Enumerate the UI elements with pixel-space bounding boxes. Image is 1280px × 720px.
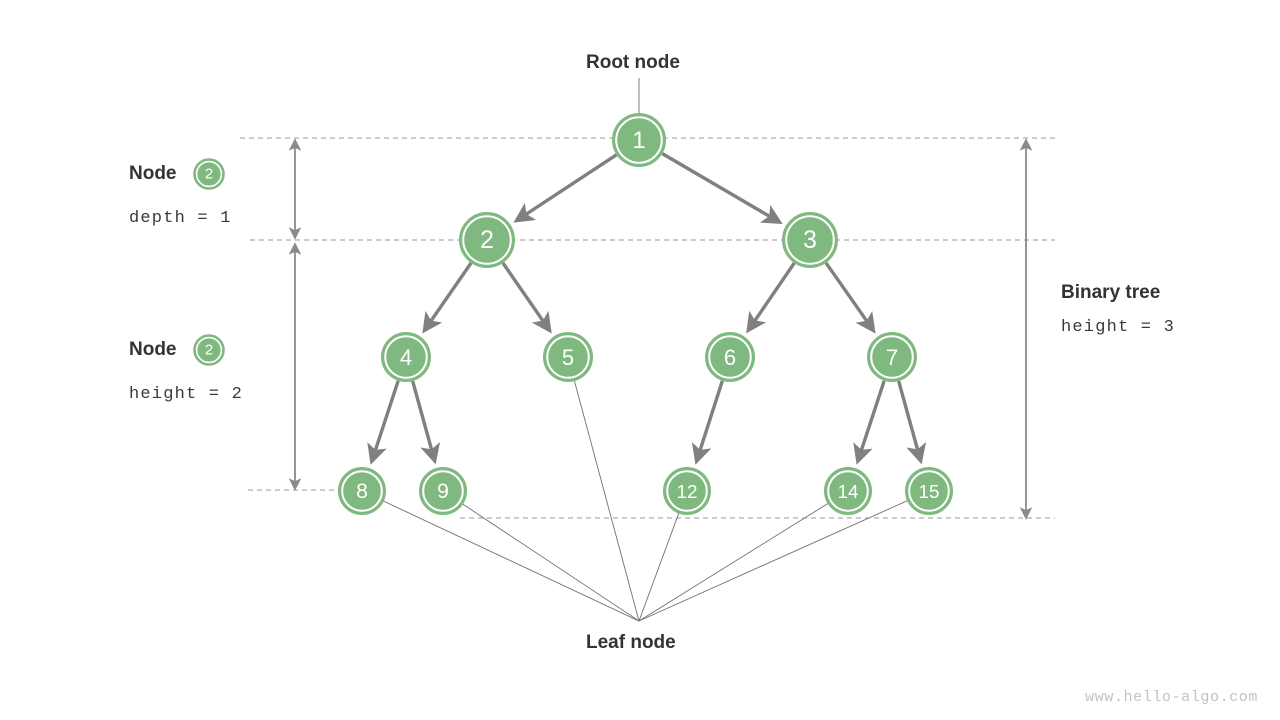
node-outer-ring: [612, 113, 666, 167]
tree-node-4[interactable]: 4: [381, 332, 431, 382]
measure-arrows: [288, 138, 1033, 520]
node-inner-ring: [615, 116, 663, 164]
tree-node-1[interactable]: 1: [612, 113, 666, 167]
edge-n4-n8: [367, 380, 400, 465]
leaf-node-label: Leaf node: [586, 632, 676, 653]
annotation-depth-badge-value: 2: [205, 166, 213, 183]
guide-lines: [240, 137, 1055, 519]
leaf-pointer-lines: [382, 380, 909, 622]
node-inner-ring: [546, 335, 590, 379]
edge-n3-n6: [746, 262, 796, 334]
annotation-depth-prefix: Node: [129, 163, 177, 184]
tree-node-3[interactable]: 3: [782, 212, 838, 268]
node-inner-ring: [422, 470, 464, 512]
node-inner-ring: [666, 470, 708, 512]
tree-node-12[interactable]: 12: [663, 467, 711, 515]
tree-node-5[interactable]: 5: [543, 332, 593, 382]
edge-n6-n12: [691, 380, 724, 465]
root-node-label: Root node: [586, 52, 680, 73]
node-value: 1: [632, 127, 645, 154]
node-inner-ring: [785, 215, 835, 265]
annotation-tree-title: Binary tree: [1061, 282, 1161, 303]
edge-n4-n9: [411, 380, 441, 465]
leaf-pointer-n9: [461, 503, 640, 622]
annotation-depth-badge: 2: [193, 158, 225, 190]
annotation-depth-detail: depth = 1: [129, 209, 232, 228]
edge-n7-n15: [897, 380, 927, 465]
node-outer-ring: [905, 467, 953, 515]
leaf-pointer-n8: [382, 500, 640, 622]
node-outer-ring: [459, 212, 515, 268]
leaf-pointer-n12: [638, 512, 680, 622]
edge-n1-n2: [513, 153, 618, 223]
annotation-node-height-badge-value: 2: [205, 342, 213, 359]
node-outer-ring: [419, 467, 467, 515]
tree-node-6[interactable]: 6: [705, 332, 755, 382]
tree-node-2[interactable]: 2: [459, 212, 515, 268]
node-outer-ring: [867, 332, 917, 382]
node-value: 12: [677, 481, 698, 502]
edge-n1-n3: [661, 152, 783, 225]
node-inner-ring: [908, 470, 950, 512]
edge-n2-n4: [422, 262, 473, 334]
node-inner-ring: [341, 470, 383, 512]
node-inner-ring: [870, 335, 914, 379]
annotation-node-height-badge: 2: [193, 334, 225, 366]
node-value: 8: [356, 480, 368, 503]
node-value: 9: [437, 480, 449, 503]
annotation-node-height-detail: height = 2: [129, 385, 244, 404]
node-value: 6: [724, 345, 736, 370]
node-inner-ring: [462, 215, 512, 265]
node-inner-ring: [384, 335, 428, 379]
tree-node-9[interactable]: 9: [419, 467, 467, 515]
node-outer-ring: [705, 332, 755, 382]
node-outer-ring: [381, 332, 431, 382]
node-inner-ring: [827, 470, 869, 512]
node-value: 4: [400, 345, 412, 370]
watermark: www.hello-algo.com: [1085, 689, 1258, 706]
edge-n3-n7: [824, 261, 876, 334]
annotation-node-height: Node 2: [129, 332, 229, 368]
tree-node-7[interactable]: 7: [867, 332, 917, 382]
node-value: 3: [803, 227, 817, 254]
annotation-node-height-prefix: Node: [129, 339, 177, 360]
annotation-tree-detail: height = 3: [1061, 318, 1176, 337]
node-inner-ring: [708, 335, 752, 379]
node-value: 15: [919, 481, 940, 502]
tree-edges: [367, 152, 927, 465]
edge-n7-n14: [853, 380, 886, 465]
node-value: 5: [562, 345, 574, 370]
node-outer-ring: [824, 467, 872, 515]
tree-node-15[interactable]: 15: [905, 467, 953, 515]
tree-node-8[interactable]: 8: [338, 467, 386, 515]
edge-n2-n5: [501, 262, 552, 334]
node-outer-ring: [663, 467, 711, 515]
node-value: 14: [838, 481, 859, 502]
node-outer-ring: [543, 332, 593, 382]
node-value: 2: [480, 227, 494, 254]
annotation-depth: Node 2: [129, 156, 229, 192]
tree-node-14[interactable]: 14: [824, 467, 872, 515]
node-outer-ring: [338, 467, 386, 515]
leaf-pointer-n15: [638, 499, 909, 622]
leaf-pointer-n5: [573, 380, 640, 622]
node-outer-ring: [782, 212, 838, 268]
leaf-pointer-n14: [638, 502, 829, 622]
node-value: 7: [886, 345, 898, 370]
